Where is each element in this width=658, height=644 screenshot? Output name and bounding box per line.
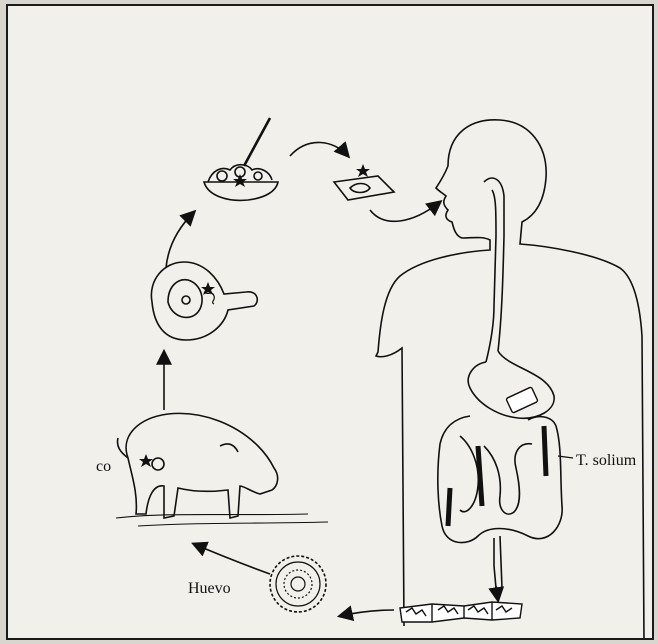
pig-label: co [96, 458, 111, 476]
egg-label: Huevo [188, 580, 231, 598]
life-cycle-diagram [8, 6, 654, 640]
cyst-in-stomach [506, 387, 538, 413]
cycle-arrows [164, 142, 440, 616]
food-plate-icon [204, 118, 278, 200]
tapeworm-segments-icon [400, 602, 522, 622]
ham-icon [151, 262, 257, 340]
diagram-sheet: T. solium co Huevo [6, 4, 654, 640]
human-silhouette-icon [376, 120, 644, 640]
pig-icon [116, 413, 328, 526]
infection-star-markers [139, 164, 370, 467]
egg-icon [270, 556, 326, 612]
taenia-solium-label: T. solium [576, 452, 636, 470]
wrapped-meat-icon [334, 176, 394, 200]
